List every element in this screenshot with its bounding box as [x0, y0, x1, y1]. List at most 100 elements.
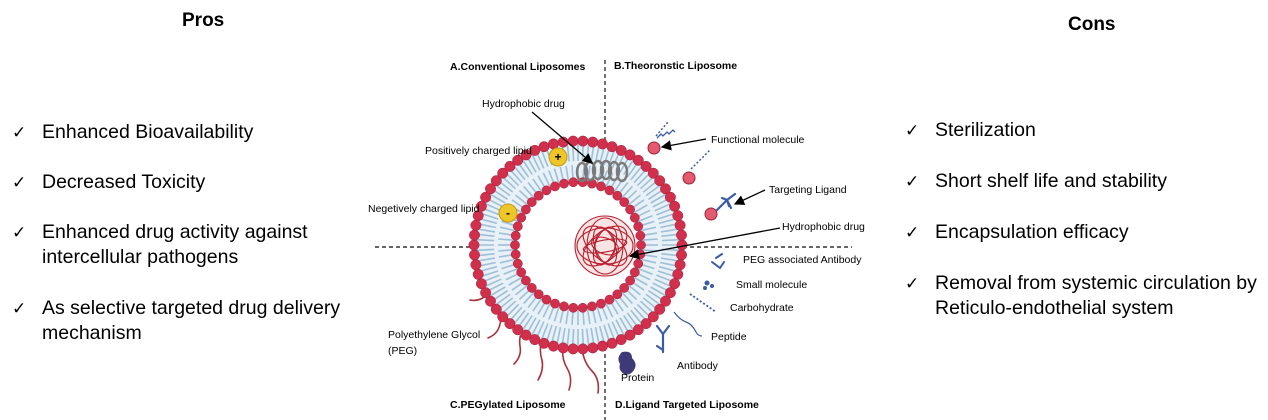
lipid-head: [485, 183, 496, 195]
lipid-head: [635, 230, 646, 241]
annotation-arrows: [531, 111, 781, 260]
lipid-head: [676, 229, 687, 241]
lipid-tail: [650, 286, 667, 297]
lipid-head: [640, 318, 652, 330]
lipid-head: [510, 240, 520, 250]
lipid-tail: [594, 145, 600, 163]
lipid-head: [472, 268, 484, 280]
drug-strand: [582, 225, 628, 267]
lipid-head: [516, 267, 527, 278]
lipid-tail: [508, 276, 523, 286]
pros-item: ✓Enhanced Bioavailability: [12, 120, 382, 145]
lipid-tail: [641, 226, 657, 232]
lipid-tail: [530, 319, 541, 337]
lipid-head: [606, 337, 618, 349]
functional-chain: [655, 121, 669, 137]
lipid-tail: [645, 184, 661, 197]
arrow-functional-molecule: [660, 138, 707, 151]
lipid-head: [664, 287, 676, 299]
lipid-head: [497, 311, 509, 323]
lipid-tail: [621, 185, 633, 198]
lipid-tail: [542, 303, 551, 318]
pros-title: Pros: [182, 10, 225, 31]
peg-antibody-icon: [711, 253, 725, 269]
lipid-tail: [553, 168, 560, 184]
antibody-icon: [655, 324, 671, 354]
lipid-head: [541, 185, 552, 196]
lipid-tail: [630, 309, 643, 325]
lipid-head: [587, 301, 597, 312]
lipid-head: [669, 200, 681, 212]
lipid-tail: [607, 323, 616, 341]
positive-lipid-head: [548, 147, 568, 167]
lipid-tail: [615, 319, 626, 337]
plus-sign: +: [554, 150, 561, 164]
lipid-head: [470, 259, 482, 271]
lipid-tail: [523, 185, 535, 198]
lipid-head: [541, 294, 552, 305]
lipid-head: [660, 183, 671, 195]
lipid-tail: [596, 306, 603, 322]
drug-core-outline: [574, 215, 636, 277]
lipid-tail: [638, 267, 653, 275]
checkmark-icon: ✓: [905, 121, 920, 140]
lipid-tail: [501, 176, 517, 190]
drug-strand: [582, 225, 628, 267]
label-functional-molecule: Functional molecule: [711, 134, 805, 146]
lipid-head: [660, 295, 671, 307]
lipid-tail: [503, 267, 518, 275]
lipid-tail: [505, 172, 520, 187]
lipid-head: [538, 141, 550, 153]
lipid-head: [654, 175, 666, 187]
lipid-head: [624, 149, 636, 161]
lipid-head: [480, 191, 492, 203]
lipid-tail: [498, 238, 514, 241]
lipid-head: [469, 229, 480, 241]
lipid-head: [587, 136, 599, 148]
arrow-targeting-ligand: [733, 189, 766, 205]
lipid-head: [497, 167, 509, 179]
label-peg-antibody: PEG associated Antibody: [743, 254, 862, 266]
lipid-tail: [650, 193, 667, 204]
lipid-head: [624, 329, 636, 341]
lipid-tail: [623, 314, 635, 331]
lipid-tail: [566, 328, 570, 347]
lipid-head: [559, 301, 569, 312]
lipid-head: [647, 167, 659, 179]
lipid-head: [510, 249, 521, 260]
peg-chain: [581, 348, 600, 394]
lipid-head: [526, 197, 537, 207]
lipid-tail: [495, 293, 511, 306]
lipid-tail: [633, 204, 648, 214]
lipid-head: [559, 178, 569, 189]
lipid-head: [612, 289, 623, 300]
lipid-tail: [586, 309, 591, 325]
lipid-tail: [613, 298, 624, 312]
lipid-head: [521, 275, 531, 286]
label-peptide: Peptide: [711, 331, 747, 343]
lipid-tail: [633, 276, 648, 286]
lipid-head: [629, 267, 640, 278]
lipid-tail: [540, 149, 549, 167]
lipid-head: [548, 340, 559, 352]
lipid-head: [577, 135, 589, 147]
lipid-tail: [605, 172, 614, 187]
lipid-head: [512, 154, 524, 166]
drug-strand: [591, 236, 619, 256]
lipid-head: [475, 278, 487, 290]
lipid-head: [625, 204, 635, 215]
checkmark-icon: ✓: [12, 173, 27, 192]
lipid-head: [510, 230, 521, 241]
pros-item-text: As selective targeted drug delivery mech…: [42, 297, 341, 344]
carbohydrate-chain: [689, 293, 717, 313]
lipid-tail: [521, 314, 533, 331]
lipid-head: [672, 210, 684, 222]
lipid-tail: [489, 193, 506, 204]
label-peg-line2: (PEG): [388, 345, 417, 357]
negative-lipid-head: [498, 203, 518, 223]
lipid-head: [632, 154, 644, 166]
lipid-tail: [623, 159, 635, 176]
label-hydrophobic-drug-top: Hydrophobic drug: [482, 98, 565, 110]
pros-item-text: Decreased Toxicity: [42, 171, 206, 193]
lipid-head: [674, 259, 686, 271]
